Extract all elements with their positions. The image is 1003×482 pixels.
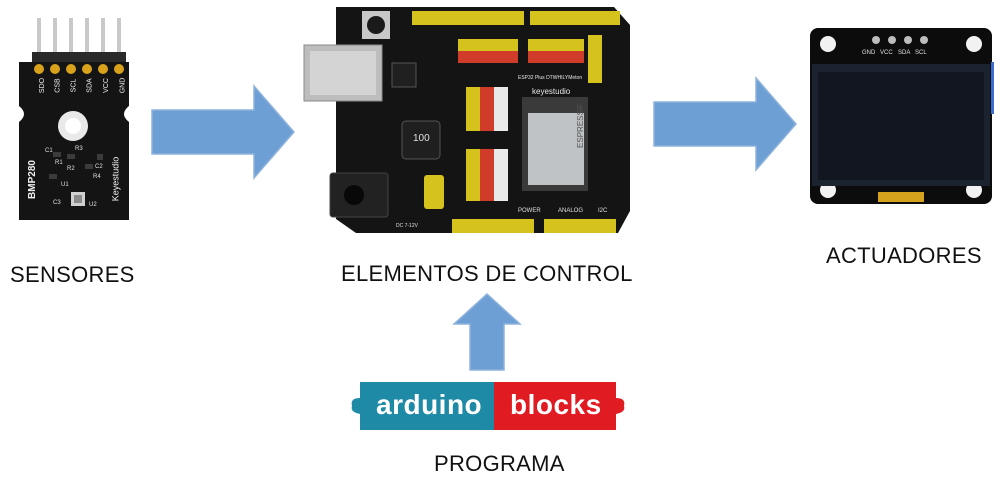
label-control: ELEMENTOS DE CONTROL: [341, 261, 633, 286]
pin-label: CSB: [54, 78, 62, 93]
label-sensors: SENSORES: [10, 262, 135, 287]
pin-label: SCL: [70, 78, 78, 93]
oled-pin-label: VCC: [880, 50, 893, 56]
header-label-analog: ANALOG: [558, 208, 584, 214]
arduinoblocks-logo: arduino blocks: [350, 378, 626, 434]
pin-label: VCC: [102, 78, 110, 93]
oled-display-module: GND VCC SDA SCL: [808, 26, 994, 206]
oled-pin-label: SCL: [915, 50, 927, 56]
flow-arrow-right: [652, 76, 798, 172]
pin-label: SDA: [86, 78, 94, 93]
sensor-brand-label: Keyestudio: [110, 156, 121, 202]
control-board: keyestudio ESP32 Plus DTWHILYMeton ESPRE…: [296, 5, 632, 235]
logo-text-right: blocks: [510, 389, 602, 420]
oled-pin-label: GND: [862, 50, 876, 56]
component-label: R1: [55, 160, 63, 166]
board-title-label: ESP32 Plus DTWHILYMeton: [518, 75, 583, 81]
module-label: ESPRESSIF: [575, 103, 585, 148]
header-label-i2c: I2C: [598, 208, 608, 214]
board-brand-label: keyestudio: [532, 87, 571, 96]
inductor-label: 100: [413, 133, 430, 144]
sensor-board: SDO CSB SCL SDA VCC GND BMP280 Keyestudi…: [15, 14, 133, 224]
oled-pin-label: SDA: [898, 50, 911, 56]
edge-marker: [991, 62, 994, 114]
header-label-power: POWER: [518, 208, 541, 214]
pin-label: SDO: [39, 77, 47, 94]
component-label: U2: [89, 202, 97, 208]
component-label: R4: [93, 174, 101, 180]
flow-arrow-right: [150, 84, 296, 180]
label-actuators: ACTUADORES: [826, 243, 982, 268]
sensor-model-label: BMP280: [26, 160, 38, 199]
pin-label: GND: [119, 77, 127, 94]
label-program: PROGRAMA: [434, 451, 565, 476]
component-label: C2: [95, 164, 103, 170]
component-label: U1: [61, 182, 69, 188]
component-label: C3: [53, 200, 61, 206]
component-label: R2: [67, 166, 75, 172]
dc-input-label: DC 7-12V: [396, 223, 418, 229]
logo-text-left: arduino: [376, 389, 483, 420]
component-label: R3: [75, 146, 83, 152]
component-label: C1: [45, 148, 53, 154]
flow-arrow-up: [452, 292, 522, 372]
sensor-pin-labels: SDO CSB SCL SDA VCC GND: [35, 78, 127, 100]
